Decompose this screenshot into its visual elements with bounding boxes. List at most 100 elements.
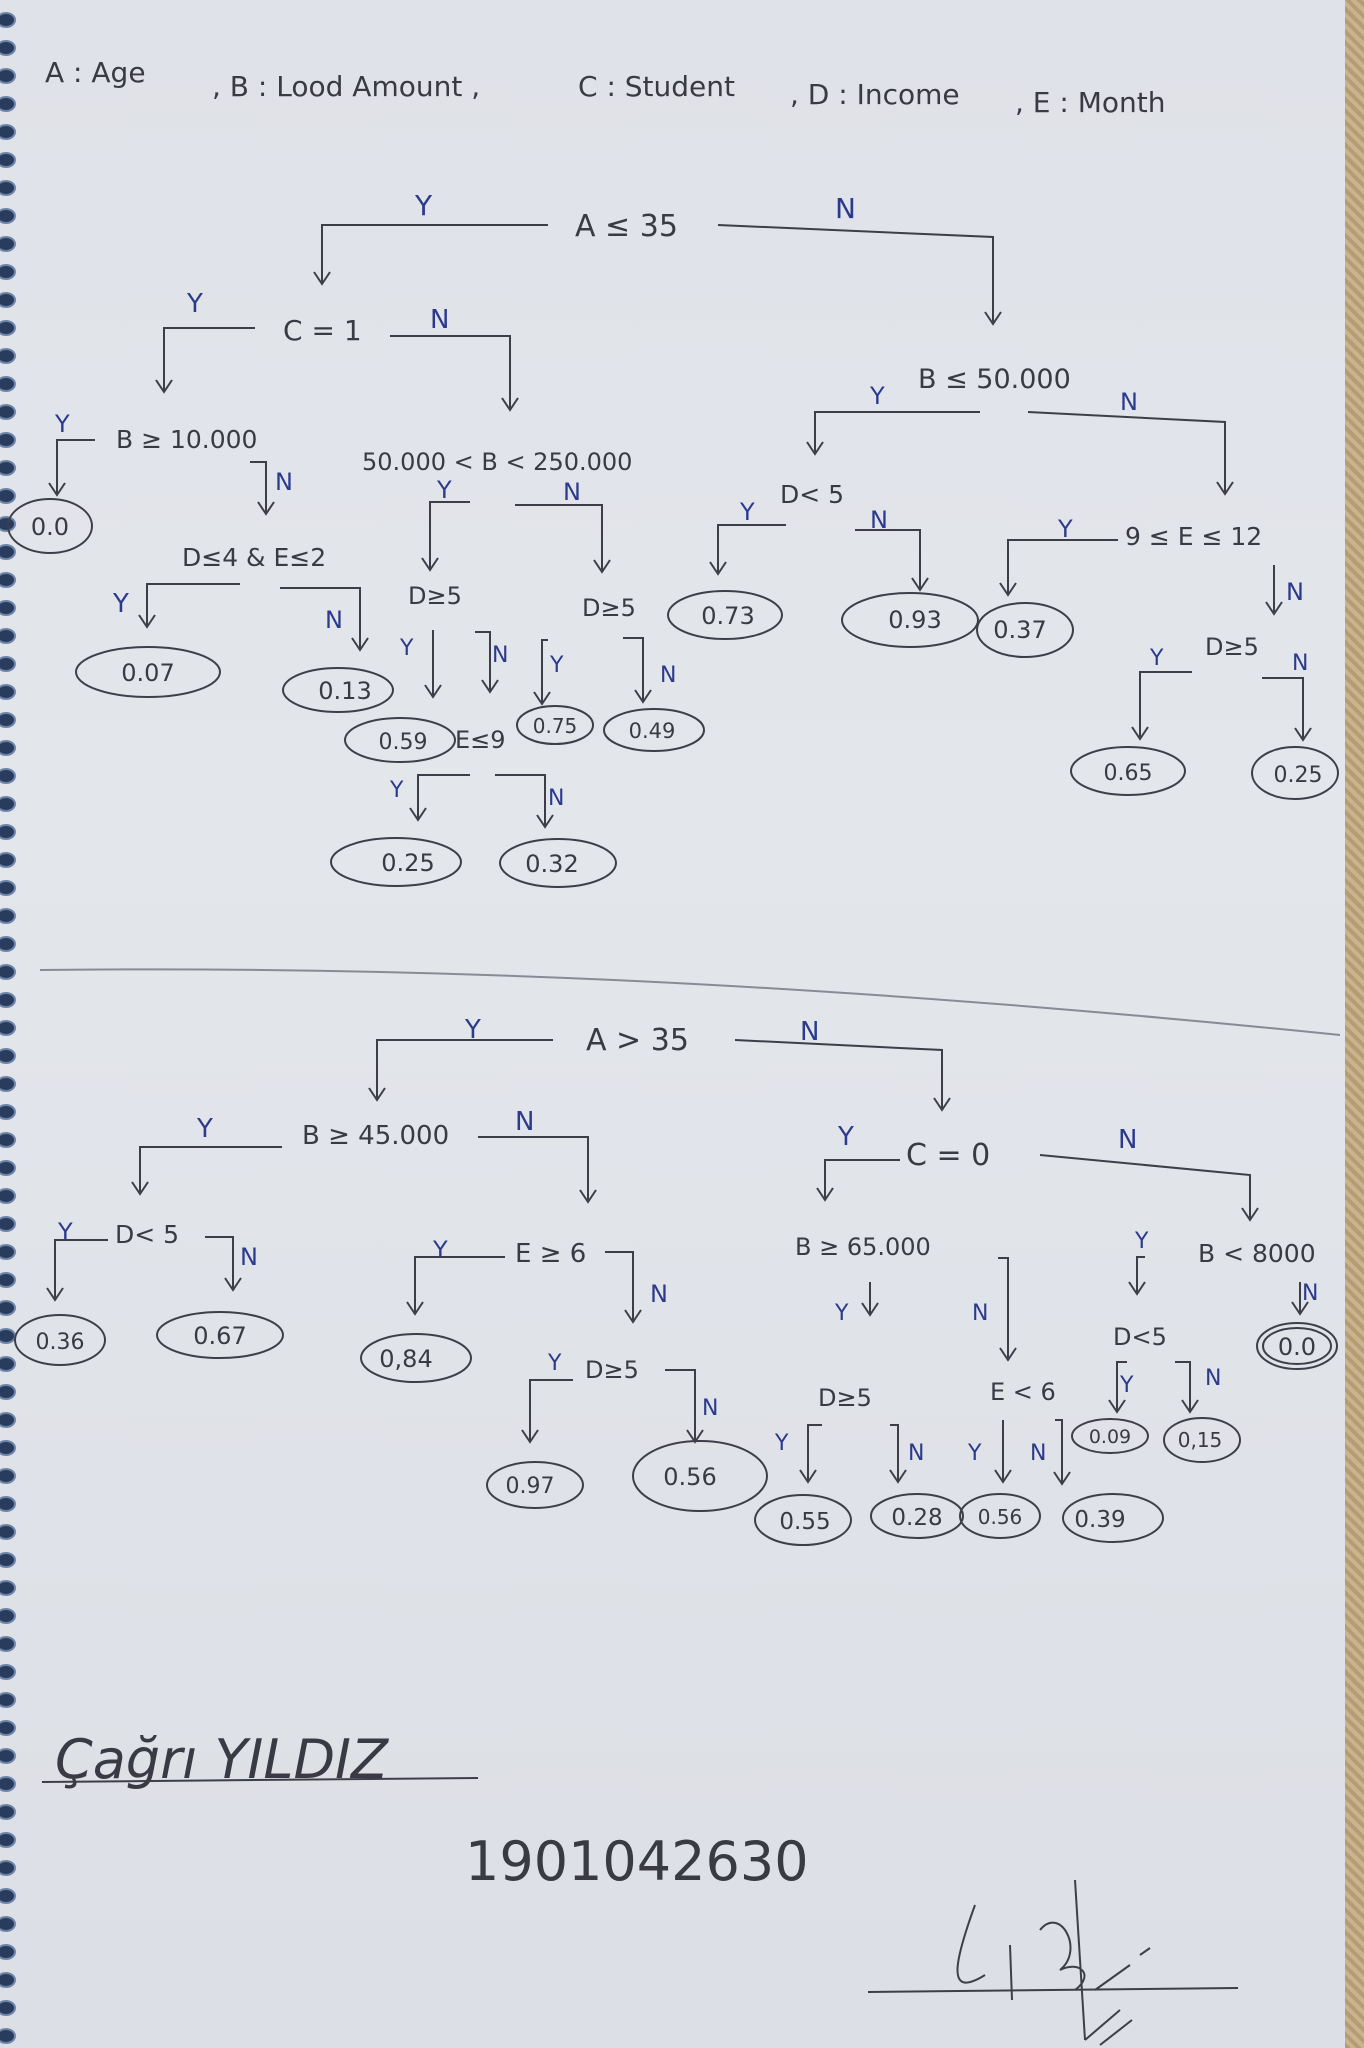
edge [1055,1419,1063,1482]
branch-yes-label: Y [186,289,203,319]
binding-ring [0,936,16,952]
binding-ring [0,432,16,448]
arrowhead-icon [46,1287,64,1302]
edge [478,1136,589,1200]
leaf-value: 0.0 [31,513,69,541]
edge [376,1039,553,1098]
legend: A : Age , B : Lood Amount , C : Student … [45,56,1166,119]
leaf-ellipse [1251,746,1339,800]
edge [529,1379,573,1440]
binding-ring [0,1944,16,1960]
tree2-node-c0: C = 0 [906,1138,990,1173]
tree1-node-d5-right: D≥5 [582,594,636,622]
branch-yes-label: Y [837,1122,854,1152]
binding-ring [0,1020,16,1036]
tree1-node-d4-e2: D≤4 & E≤2 [182,543,326,572]
arrowhead-icon [224,1277,242,1292]
binding-ring [0,124,16,140]
branch-yes-label: Y [1134,1229,1149,1254]
branch-yes-label: Y [196,1114,213,1144]
branch-no-label: N [800,1017,819,1047]
leaf-ellipse [1070,746,1186,796]
leaf-ellipse [499,838,617,888]
leaf-value: 0,84 [379,1345,432,1373]
binding-ring [0,1552,16,1568]
binding-ring [0,824,16,840]
tree1-nodes: A ≤ 35 C = 1 B ≥ 10.000 D≤4 & E≤2 50.000… [116,209,1262,754]
binding-ring [0,1776,16,1792]
arrowhead-icon [313,271,331,286]
arrowhead-icon [1241,1207,1259,1222]
binding-ring [0,684,16,700]
arrowhead-icon [816,1187,834,1202]
branch-yes-label: Y [399,636,414,661]
arrowhead-icon [501,397,519,412]
leaf-value: 0.37 [993,616,1046,644]
leaf-value: 0.32 [525,850,578,878]
branch-yes-label: Y [547,1351,562,1376]
arrowhead-icon [424,684,442,699]
edge [998,1257,1009,1358]
tree2-node-b-65000: B ≥ 65.000 [795,1233,931,1261]
tree1-node-d5-far-right: D≥5 [1205,633,1259,661]
binding-ring [0,740,16,756]
arrowhead-icon [536,814,554,829]
leaf-ellipse [75,646,221,698]
binding-ring [0,768,16,784]
edge [890,1424,899,1480]
arrowhead-icon [634,689,652,704]
binding-ring [0,1272,16,1288]
edge [734,1039,943,1108]
binding-ring [0,404,16,420]
tree2-node-d-lt-5-right: D<5 [1113,1323,1167,1351]
arrowhead-icon [1131,726,1149,741]
leaf-value: 0.09 [1089,1426,1131,1448]
arrowhead-icon [624,1309,642,1324]
arrowhead-icon [933,1097,951,1112]
branch-yes-label: Y [774,1431,789,1456]
edge [163,327,255,390]
tree1-node-b-range: 50.000 < B < 250.000 [362,448,632,476]
arrowhead-icon [533,691,551,706]
arrowhead-icon [1294,727,1312,742]
edge [855,529,921,588]
arrowhead-icon [131,1181,149,1196]
arrowhead-icon [1053,1471,1071,1486]
leaf-value: 0.73 [701,602,754,630]
leaf-ellipse [667,590,783,640]
binding-ring [0,1748,16,1764]
legend-loan-amount: , B : Lood Amount , [212,70,480,103]
leaf-value: 0.28 [891,1505,942,1531]
tree2-branch-labels: Y N Y N Y N Y N Y N Y N Y N Y N Y N Y N … [57,1015,1318,1466]
arrowhead-icon [421,557,439,572]
arrowhead-icon [1291,1301,1309,1316]
arrowhead-icon [806,441,824,456]
branch-no-label: N [1286,578,1304,606]
binding-ring [0,1916,16,1932]
tree2-nodes: A > 35 B ≥ 45.000 D< 5 E ≥ 6 D≥5 C = 0 B… [115,1023,1316,1412]
binding-ring [0,880,16,896]
leaf-ellipse-inner [1262,1327,1332,1365]
leaf-ellipse [344,717,456,763]
legend-student: C : Student [578,70,735,103]
signature-line [867,1987,1239,1993]
legend-age: A : Age [45,56,146,89]
legend-month: , E : Month [1015,86,1166,119]
leaf-ellipse [14,1314,106,1366]
leaf-value: 0.65 [1104,761,1153,786]
binding-ring [0,1468,16,1484]
edge [139,1146,282,1192]
binding-ring [0,1048,16,1064]
binding-ring [0,1692,16,1708]
binding-ring [0,1804,16,1820]
leaf-value: 0.36 [36,1330,85,1355]
binding-ring [0,180,16,196]
leaf-value: 0,15 [1178,1428,1223,1452]
binding-ring [0,236,16,252]
edge [1139,671,1192,737]
leaf-value: 0.59 [379,730,428,755]
binding-ring [0,1076,16,1092]
tree2-node-d5-mid: D≥5 [818,1384,872,1412]
edge [56,439,95,493]
branch-no-label: N [835,192,856,225]
